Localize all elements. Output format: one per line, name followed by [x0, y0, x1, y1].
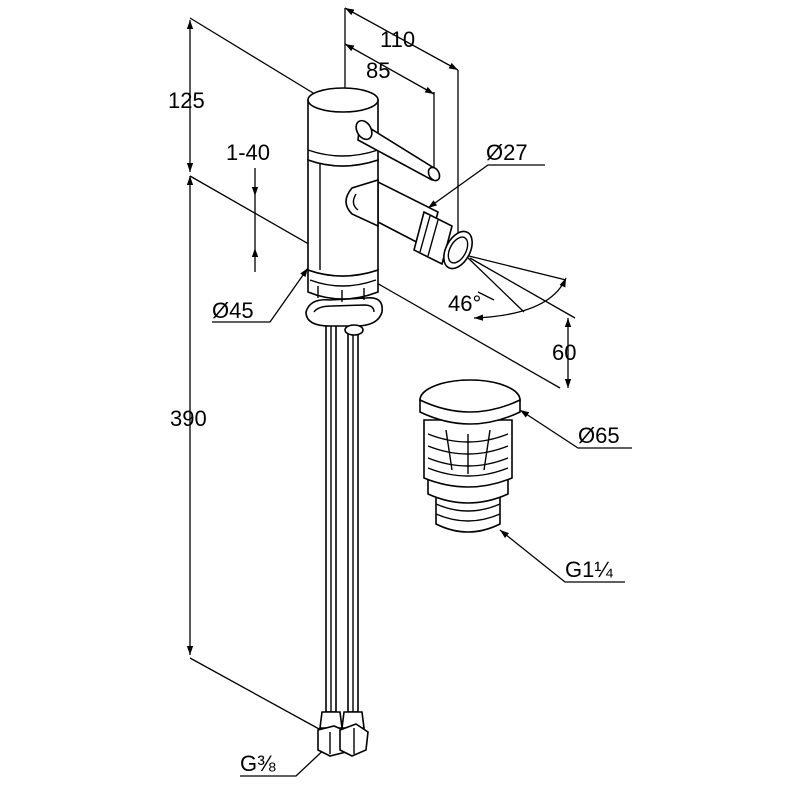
- leader-d45: [212, 267, 309, 323]
- top-cap: [307, 87, 379, 167]
- hose-fittings: [317, 711, 369, 757]
- label-110: 110: [380, 27, 415, 52]
- label-g1-quarter: G1¼: [565, 557, 613, 582]
- dimension-labels: 125 390 110 85 1-40 Ø45 Ø27 46° 60 Ø65 G…: [168, 27, 620, 776]
- mounting-bracket: [305, 296, 383, 336]
- waste-cap-rim: [419, 398, 521, 425]
- label-g3-eighths: G⅜: [240, 751, 276, 776]
- leader-d65: [519, 409, 632, 449]
- label-d65: Ø65: [578, 423, 620, 448]
- leader-g114: [499, 529, 625, 583]
- angle-tick: [477, 291, 495, 301]
- label-125: 125: [168, 88, 205, 113]
- faucet: [305, 87, 473, 757]
- ext-line-spout: [469, 257, 576, 319]
- waste-valve: [419, 379, 521, 533]
- label-1-40: 1-40: [226, 140, 270, 165]
- leader-d27: [427, 164, 545, 209]
- leader-g38: [240, 743, 331, 777]
- spout: [345, 178, 473, 270]
- lever-handle: [355, 119, 441, 182]
- dim-line-85: [344, 43, 435, 95]
- ext-line-top: [189, 17, 319, 97]
- waste-thread: [435, 495, 501, 533]
- label-60: 60: [552, 340, 576, 365]
- label-390: 390: [170, 406, 207, 431]
- ext-line-bottom: [189, 657, 331, 736]
- dim-line-110: [344, 7, 459, 71]
- angle-arc: [473, 277, 567, 321]
- label-d27: Ø27: [486, 140, 528, 165]
- label-d45: Ø45: [212, 298, 254, 323]
- label-85: 85: [366, 58, 390, 83]
- dimension-lines: [186, 7, 632, 777]
- angle-ray-1: [464, 254, 567, 281]
- supply-hoses: [325, 319, 359, 713]
- label-46-degrees: 46°: [448, 291, 481, 316]
